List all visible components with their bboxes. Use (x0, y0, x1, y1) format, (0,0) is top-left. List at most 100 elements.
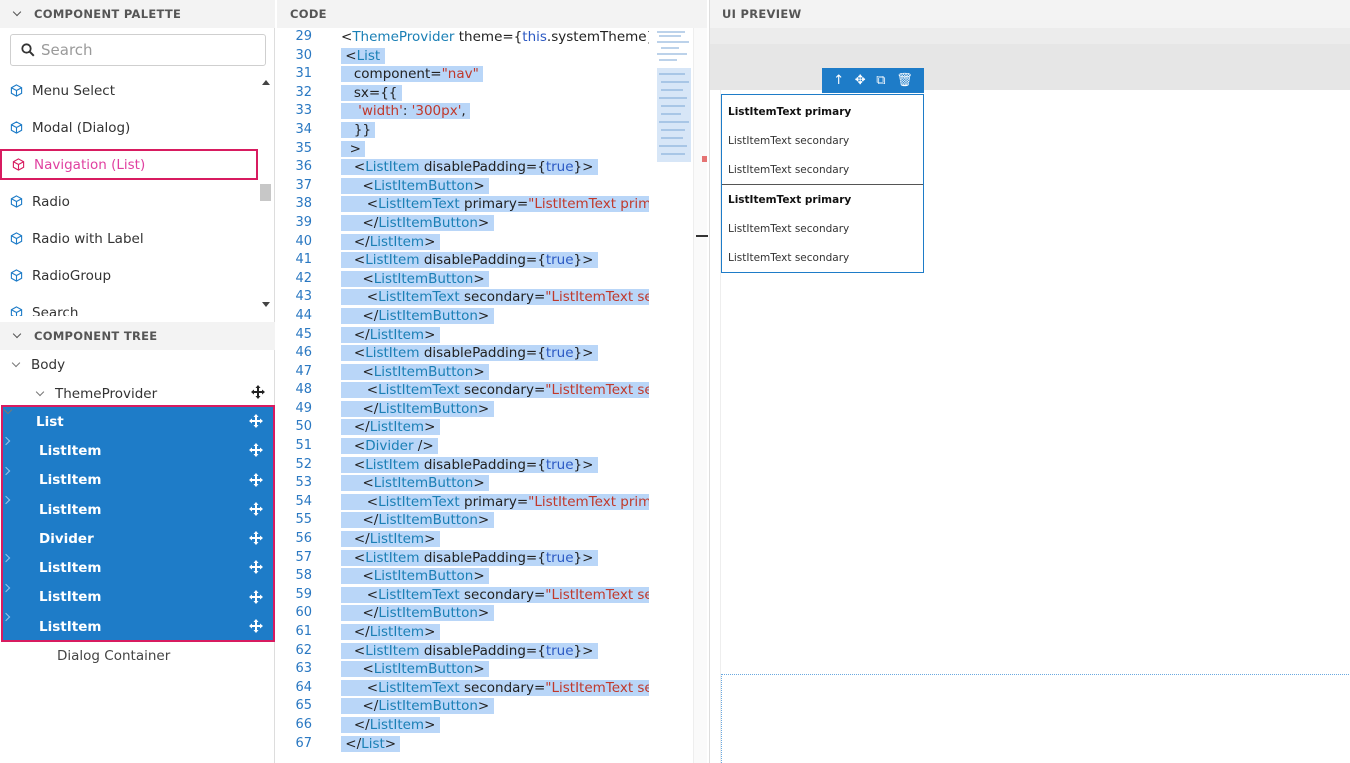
scroll-down-arrow-icon[interactable] (262, 302, 270, 307)
search-input[interactable] (35, 40, 245, 60)
preview-list-item[interactable]: ListItemText secondary (728, 134, 850, 147)
line-number: 31 (295, 66, 312, 82)
move-icon[interactable] (249, 531, 263, 546)
line-number: 50 (295, 419, 312, 435)
preview-list-item[interactable]: ListItemText secondary (728, 163, 850, 176)
cube-icon (10, 232, 23, 245)
palette-item-label: Navigation (List) (34, 156, 146, 173)
move-icon[interactable] (249, 414, 263, 428)
code-title: CODE (290, 7, 327, 21)
tree-title: COMPONENT TREE (34, 329, 158, 343)
line-number: 59 (295, 586, 312, 602)
palette-item-label: Radio (32, 193, 70, 210)
line-number: 49 (295, 400, 312, 416)
line-number: 37 (295, 177, 312, 193)
palette-item[interactable]: Radio with Label (0, 220, 258, 257)
cube-icon (10, 269, 23, 282)
tree-header[interactable]: COMPONENT TREE (0, 322, 275, 350)
chevron-down-icon[interactable] (12, 9, 22, 19)
preview-title: UI PREVIEW (722, 7, 802, 21)
tree-node-selected[interactable]: Divider (3, 524, 273, 553)
tree-node-label: Divider (39, 530, 94, 547)
preview-list-item[interactable]: ListItemText primary (728, 193, 852, 206)
line-number: 65 (295, 698, 312, 714)
line-number: 43 (295, 289, 312, 305)
palette-item-label: Menu Select (32, 82, 116, 99)
select-parent-arrow-icon[interactable]: ↑ (833, 73, 845, 88)
preview-list-item[interactable]: ListItemText secondary (728, 222, 850, 235)
line-number: 29 (295, 29, 312, 44)
palette-header[interactable]: COMPONENT PALETTE (0, 0, 275, 28)
line-number: 48 (295, 382, 312, 398)
search-box[interactable] (10, 34, 266, 66)
palette-item-label: RadioGroup (32, 267, 112, 284)
palette-item[interactable]: Radio (0, 183, 258, 220)
line-number: 52 (295, 456, 312, 472)
line-number: 30 (295, 47, 312, 63)
tree-node-selected[interactable]: ListItem (3, 612, 273, 641)
palette-item[interactable]: RadioGroup (0, 257, 258, 294)
tree-node-themeprovider[interactable]: ThemeProvider (0, 379, 275, 408)
chevron-down-icon[interactable] (12, 331, 22, 341)
tree-node-label: List (36, 413, 64, 430)
palette-item-label: Modal (Dialog) (32, 119, 131, 136)
tree-node-label: ListItem (39, 501, 102, 518)
palette-title: COMPONENT PALETTE (34, 7, 182, 21)
line-number: 55 (295, 512, 312, 528)
tree-node-selected[interactable]: ListItem (3, 495, 273, 524)
element-toolbar: ↑ ✥ ⧉ 🗑 (822, 68, 924, 93)
palette-item[interactable]: Menu Select (0, 72, 258, 109)
tree-node-dialog-container[interactable]: Dialog Container (57, 641, 170, 670)
move-icon[interactable] (249, 589, 263, 604)
line-number: 67 (295, 735, 312, 751)
tree-node-label: ListItem (39, 472, 102, 489)
line-number: 41 (295, 252, 312, 268)
code-minimap[interactable] (655, 28, 693, 168)
line-number: 34 (295, 121, 312, 137)
palette-item[interactable]: Navigation (List) (0, 149, 258, 180)
move-icon[interactable] (251, 385, 265, 400)
move-icon[interactable] (249, 619, 263, 634)
tree-node-selected[interactable]: ListItem (3, 553, 273, 582)
drop-zone[interactable] (721, 674, 1350, 763)
preview-list-item[interactable]: ListItemText primary (728, 105, 852, 118)
tree-node-selected[interactable]: List (3, 407, 273, 436)
tree-node-selected[interactable]: ListItem (3, 583, 273, 612)
tree-node-body[interactable]: Body (0, 350, 275, 379)
move-icon[interactable] (249, 443, 263, 458)
chevron-down-icon[interactable] (11, 360, 21, 370)
code-scrollbar[interactable] (693, 28, 708, 763)
palette-item[interactable]: Search (0, 294, 258, 316)
scroll-up-arrow-icon[interactable] (262, 80, 270, 85)
move-icon[interactable] (249, 472, 263, 487)
palette-scrollbar[interactable] (258, 72, 274, 316)
preview-top-bar (710, 28, 1350, 44)
tree-node-selected[interactable]: ListItem (3, 466, 273, 495)
line-number: 51 (295, 438, 312, 454)
error-marker (702, 156, 707, 162)
duplicate-icon[interactable]: ⧉ (876, 73, 886, 88)
line-number: 40 (295, 233, 312, 249)
chevron-down-icon[interactable] (35, 389, 45, 399)
line-number: 57 (295, 549, 312, 565)
tree-node-label: ListItem (39, 589, 102, 606)
preview-list-item[interactable]: ListItemText secondary (728, 251, 850, 264)
component-tree: Body ThemeProvider (0, 350, 275, 409)
scroll-thumb[interactable] (260, 184, 271, 201)
cube-icon (10, 195, 23, 208)
move-icon[interactable] (249, 560, 263, 575)
tree-node-label: Dialog Container (57, 647, 171, 664)
move-icon[interactable]: ✥ (854, 73, 866, 88)
palette-item[interactable]: Modal (Dialog) (0, 109, 258, 146)
move-icon[interactable] (249, 501, 263, 516)
line-number: 47 (295, 363, 312, 379)
delete-icon[interactable]: 🗑 (896, 73, 913, 88)
tree-node-selected[interactable]: ListItem (3, 436, 273, 465)
code-editor[interactable]: <ThemeProvider theme={this.systemTheme} … (341, 28, 649, 763)
